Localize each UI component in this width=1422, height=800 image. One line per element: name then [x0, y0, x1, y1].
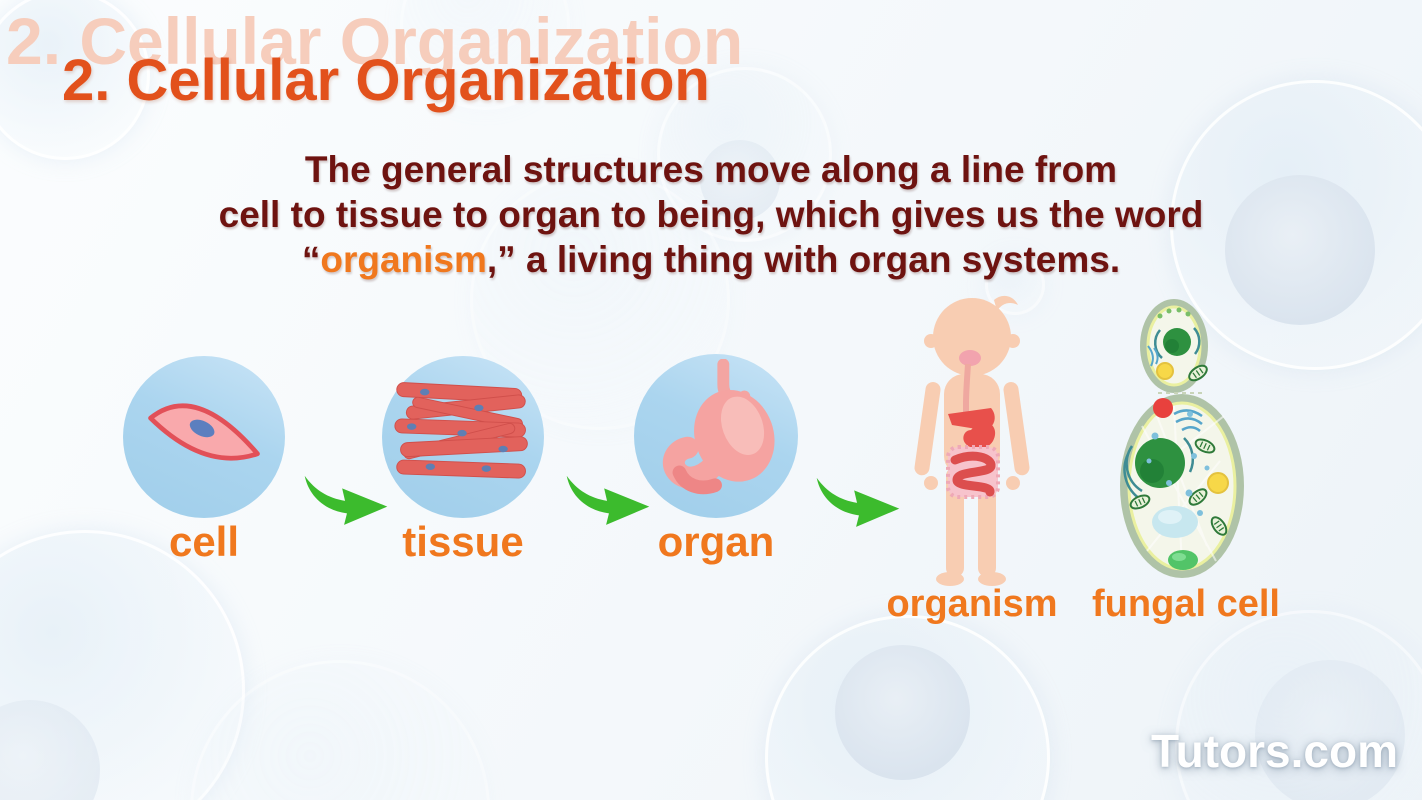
background-cell-nucleus: [1225, 175, 1375, 325]
curved-arrow-icon: [560, 466, 656, 528]
open-quote: “: [301, 239, 321, 280]
figure-label-fungal-cell: fungal cell: [1092, 583, 1280, 625]
stage-label-cell: cell: [168, 518, 240, 565]
stage-cell: [123, 356, 285, 518]
stomach-icon: [641, 358, 791, 514]
body-text-line3-rest: ,” a living thing with organ systems.: [486, 239, 1121, 280]
curved-arrow-icon: [298, 466, 394, 528]
background-cell: [985, 255, 1045, 315]
muscle-cell-icon: [143, 374, 265, 501]
figure-label-organism: organism: [886, 583, 1058, 625]
yeast-cell-icon: [1112, 296, 1248, 580]
background-cell-nucleus: [1255, 660, 1405, 800]
page-title: 2. Cellular Organization: [62, 48, 710, 113]
muscle-tissue-icon: [393, 379, 533, 496]
organism-highlight: organism: [320, 239, 487, 280]
background-cell: [0, 0, 150, 160]
body-text-line3: “organism,” a living thing with organ sy…: [80, 237, 1342, 282]
stage-tissue: [382, 356, 544, 518]
human-body-icon: [898, 292, 1056, 590]
body-text: The general structures move along a line…: [80, 147, 1342, 282]
watermark-tutors: Tutors.com: [1150, 725, 1398, 777]
background-cell-nucleus: [835, 645, 970, 780]
body-text-line1: The general structures move along a line…: [304, 149, 1118, 190]
stage-organ: [634, 354, 798, 518]
stage-label-tissue: tissue: [402, 518, 524, 565]
stage-label-organ: organ: [657, 518, 775, 565]
body-text-line2: cell to tissue to organ to being, which …: [218, 194, 1204, 235]
curved-arrow-icon: [810, 468, 906, 530]
background-cell-nucleus: [700, 140, 780, 220]
echo-title: 2. Cellular Organization: [6, 4, 744, 78]
